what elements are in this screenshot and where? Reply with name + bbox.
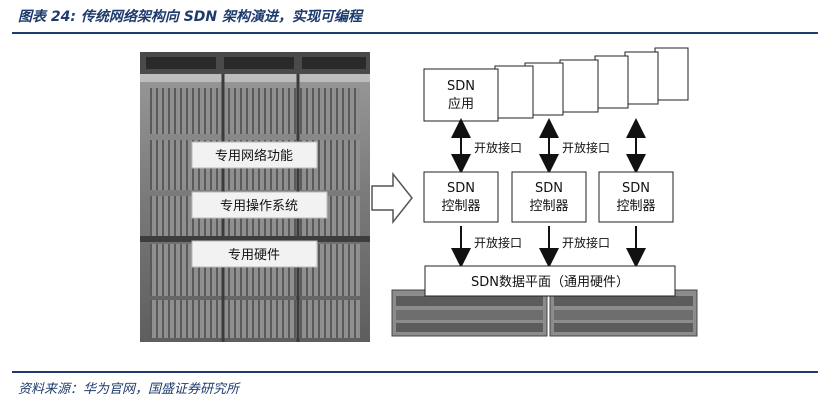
traditional-hardware-label: 专用硬件	[191, 240, 318, 268]
switch-hardware-image	[391, 289, 698, 337]
svg-text:专用操作系统: 专用操作系统	[220, 198, 298, 214]
sdn-app-stack	[494, 47, 689, 119]
top-divider	[12, 32, 818, 34]
svg-text:控制器: 控制器	[616, 199, 655, 214]
sdn-data-plane-box: SDN数据平面（通用硬件）	[424, 265, 676, 297]
open-interface-label-bottom-left: 开放接口	[474, 235, 522, 250]
svg-text:SDN数据平面（通用硬件）: SDN数据平面（通用硬件）	[471, 275, 629, 290]
svg-text:SDN: SDN	[447, 181, 475, 196]
svg-text:SDN: SDN	[622, 181, 650, 196]
open-interface-label-bottom-right: 开放接口	[562, 235, 610, 250]
svg-text:SDN: SDN	[535, 181, 563, 196]
source-note: 资料来源：华为官网，国盛证券研究所	[18, 382, 240, 397]
open-interface-label-top-right: 开放接口	[562, 140, 610, 155]
traditional-rack-image	[140, 52, 370, 342]
open-interface-label-top-left: 开放接口	[474, 140, 522, 155]
sdn-controller-2: SDN 控制器	[511, 171, 587, 223]
svg-text:专用网络功能: 专用网络功能	[215, 148, 293, 164]
svg-text:控制器: 控制器	[529, 199, 568, 214]
sdn-controller-3: SDN 控制器	[598, 171, 674, 223]
svg-text:专用硬件: 专用硬件	[228, 248, 280, 263]
figure-caption: 图表 24: 传统网络架构向 SDN 架构演进，实现可编程	[18, 9, 362, 25]
svg-text:SDN: SDN	[447, 79, 475, 94]
sdn-controller-1: SDN 控制器	[423, 171, 499, 223]
svg-text:应用: 应用	[448, 96, 474, 112]
sdn-app-box: SDN 应用	[423, 68, 499, 122]
traditional-os-label: 专用操作系统	[191, 191, 328, 219]
bottom-divider	[12, 371, 818, 373]
traditional-function-label: 专用网络功能	[191, 141, 318, 169]
evolution-arrow	[371, 171, 413, 225]
svg-text:控制器: 控制器	[441, 199, 480, 214]
